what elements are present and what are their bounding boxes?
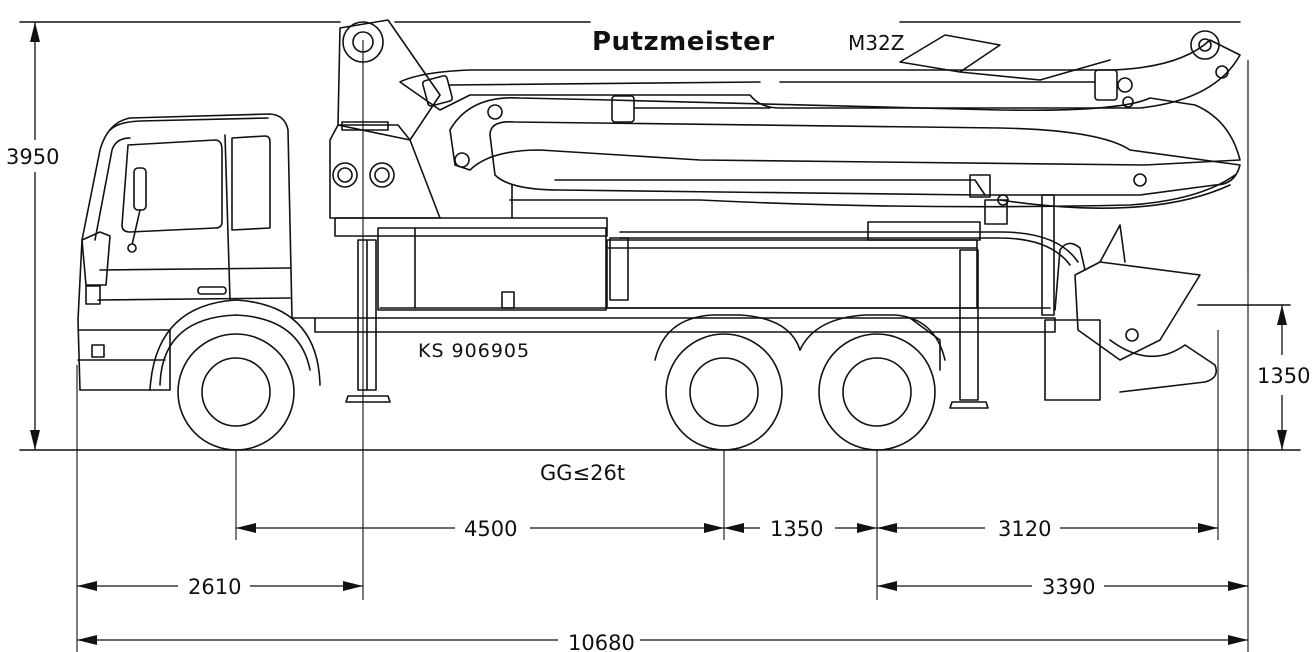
plate-label: KS 906905 <box>418 340 530 362</box>
truck-cab <box>77 113 321 391</box>
dimension-row-axles: 4500 1350 3120 <box>236 517 1218 541</box>
weight-label: GG≤26t <box>540 461 625 485</box>
dim-total-length-label: 10680 <box>568 631 635 652</box>
dim-height-total-label: 3950 <box>6 145 59 169</box>
dim-wheelbase-label: 4500 <box>464 517 517 541</box>
brand-logo-text: Putzmeister <box>592 27 775 57</box>
rear-wheel-2 <box>818 333 936 451</box>
dimension-row-overhang: 2610 3390 <box>77 575 1248 599</box>
rear-wheel-1 <box>665 333 783 451</box>
folded-boom <box>337 19 1241 225</box>
dim-rear-overhang-label: 3390 <box>1042 575 1095 599</box>
dimension-height-total: 3950 <box>6 22 59 450</box>
front-wheel <box>177 333 295 451</box>
dim-hopper-height-label: 1350 <box>1257 364 1310 388</box>
model-label: M32Z <box>848 31 904 55</box>
pump-superstructure <box>329 121 1218 409</box>
ground-line <box>19 21 1301 451</box>
extension-lines <box>76 40 1249 652</box>
dimension-hopper-height: 1350 <box>1257 305 1310 450</box>
dim-rear-axle-spacing-label: 1350 <box>770 517 823 541</box>
dim-rear-to-hopper-label: 3120 <box>998 517 1051 541</box>
dimension-total-length: 10680 <box>77 631 1248 652</box>
dim-front-overhang-label: 2610 <box>188 575 241 599</box>
